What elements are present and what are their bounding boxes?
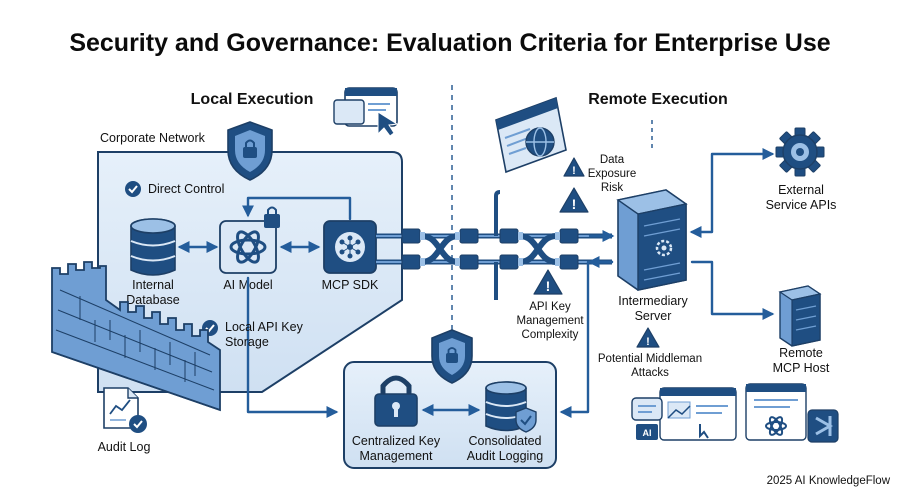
audit-log-icon [103,387,147,433]
monitor-globe-icon [495,96,567,174]
database-icon [130,218,176,276]
data-exposure-label-1: Data [600,154,625,166]
section-local-execution: Local Execution [191,91,314,108]
api-key-complexity-label-1: API Key [529,301,571,313]
key-management-label-2: Management [360,449,433,463]
data-exposure-label-2: Exposure [588,168,637,180]
shield-lock-icon [227,121,273,181]
check-icon [125,181,141,197]
warning-icon-data-exposure: ! ! [559,157,589,213]
middleman-label-1: Potential Middleman [598,353,702,365]
audit-logging-label-2: Audit Logging [467,449,544,463]
model-to-central-arrow [246,276,339,418]
internal-database-label-2: Database [126,293,180,307]
svg-text:!: ! [572,165,576,177]
ai-model-node [219,206,280,274]
remote-host-server-icon [778,285,822,347]
internal-database-label-1: Internal [132,278,174,292]
ai-model-icon [229,230,267,264]
remote-apps-icon: AI [631,383,839,443]
api-key-storage-label-2: Storage [225,335,269,349]
mcp-sdk-label: MCP SDK [322,278,379,292]
padlock-icon [374,375,418,427]
external-apis-label-2: Service APIs [766,198,837,212]
svg-text:!: ! [572,196,577,212]
gear-icon [775,127,825,177]
remote-host-label-1: Remote [779,346,823,360]
audit-database-icon [485,381,537,433]
api-key-storage-label-1: Local API Key [225,320,304,334]
svg-text:AI: AI [643,428,652,438]
page-title: Security and Governance: Evaluation Crit… [69,29,830,57]
middleman-label-2: Attacks [631,367,669,379]
mcp-sdk-node [323,220,377,274]
footer-credit: 2025 AI KnowledgeFlow [767,475,891,487]
intermediary-server-label-2: Server [635,309,672,323]
section-remote-execution: Remote Execution [588,91,728,108]
audit-log-label: Audit Log [98,440,151,454]
connection-cables [376,190,612,300]
warning-icon-api-key: ! [533,269,563,295]
firewall-wall-icon [51,261,221,412]
small-lock-icon [264,214,280,228]
server-external-arrow [689,148,775,238]
server-to-central-arrow [559,260,614,418]
sdk-model-feedback-arrow [242,196,352,221]
intermediary-server-label-1: Intermediary [618,294,688,308]
external-apis-label-1: External [778,183,824,197]
browser-click-icon [333,87,399,137]
corporate-network-label: Corporate Network [100,131,206,145]
api-key-complexity-label-3: Complexity [522,329,579,341]
intermediary-server-icon [616,189,688,291]
data-exposure-label-3: Risk [601,182,624,194]
remote-host-label-2: MCP Host [773,361,830,375]
server-remote-arrow [690,260,775,320]
svg-text:!: ! [646,336,650,348]
central-shield-icon [431,329,473,384]
svg-text:!: ! [546,278,551,294]
warning-icon-middleman: ! [636,327,660,348]
api-key-complexity-label-2: Management [516,315,584,327]
key-management-label-1: Centralized Key [352,434,441,448]
direct-control-label: Direct Control [148,182,224,196]
audit-logging-label-1: Consolidated [469,434,542,448]
